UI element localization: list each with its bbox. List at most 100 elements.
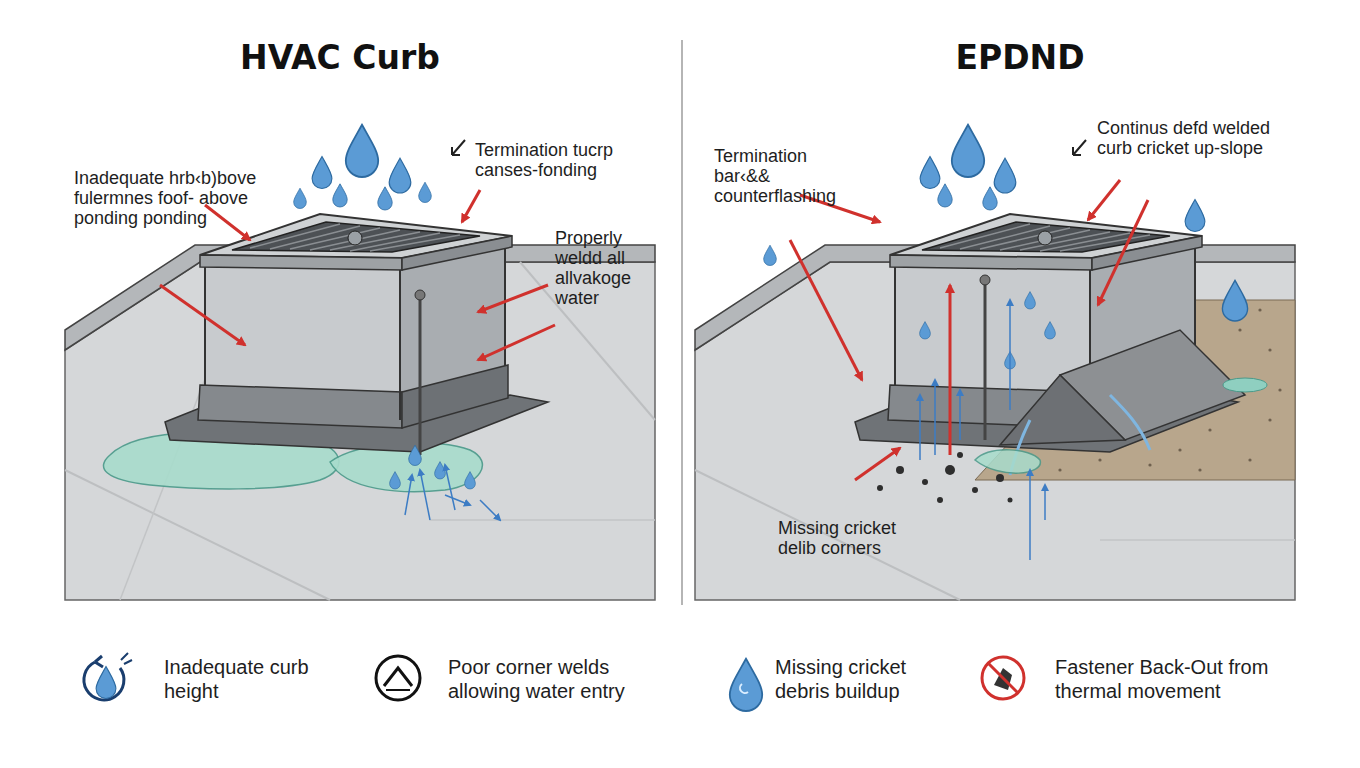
legend-icon bbox=[988, 663, 1018, 693]
roof-cricket bbox=[1110, 395, 1150, 450]
callout-leader bbox=[1088, 180, 1120, 220]
small-arrow bbox=[452, 140, 465, 155]
rain-drops bbox=[346, 125, 378, 177]
gravel-area bbox=[1258, 308, 1261, 311]
callout-leader bbox=[1098, 200, 1148, 305]
roof-cricket bbox=[1000, 375, 1125, 445]
roof-surface bbox=[65, 470, 330, 600]
rain-drops bbox=[952, 125, 984, 177]
callout-text: Termination bar‹&& counterflashing bbox=[714, 146, 864, 206]
legend-icon bbox=[376, 656, 420, 700]
ponding-water bbox=[975, 450, 1040, 473]
hvac-curb bbox=[980, 275, 990, 285]
legend-text: Fastener Back-Out from thermal movement bbox=[1055, 655, 1305, 703]
legend-icon bbox=[376, 656, 420, 700]
panel-divider bbox=[681, 40, 683, 605]
rain-drops bbox=[938, 184, 952, 207]
hvac-curb bbox=[399, 270, 401, 420]
legend-text: Inadequate curb height bbox=[164, 655, 344, 703]
rain-drops bbox=[1025, 292, 1036, 309]
gravel-area bbox=[1248, 458, 1251, 461]
roof-surface bbox=[695, 245, 1295, 600]
legend-icon bbox=[84, 662, 124, 700]
rain-drops bbox=[764, 245, 777, 265]
legend-icon bbox=[982, 657, 1024, 699]
callout-leader bbox=[205, 205, 250, 240]
legend-text: Poor corner welds allowing water entry bbox=[448, 655, 658, 703]
rain-drops bbox=[1222, 280, 1247, 321]
rain-drops bbox=[1185, 200, 1205, 232]
callout-leader bbox=[160, 190, 555, 360]
debris bbox=[957, 452, 963, 458]
legend-icon bbox=[730, 659, 762, 711]
roof-surface bbox=[695, 470, 960, 600]
callout-text: Inadequate hrb‹b)bove fulermnes foof- ab… bbox=[74, 168, 259, 228]
legend-icon bbox=[96, 667, 116, 699]
legend-icon bbox=[386, 689, 410, 691]
callout-leader bbox=[949, 285, 952, 455]
gravel-area bbox=[1178, 448, 1181, 451]
debris bbox=[972, 487, 978, 493]
callout-leader bbox=[462, 190, 480, 222]
legend-text: Missing cricket debris buildup bbox=[775, 655, 940, 703]
hvac-curb bbox=[984, 280, 987, 440]
callout-text: Termination tucrp canses-fonding bbox=[475, 140, 655, 180]
rain-drops bbox=[409, 445, 422, 465]
gravel-area bbox=[1208, 428, 1211, 431]
rain-drops bbox=[378, 187, 392, 210]
debris bbox=[945, 465, 955, 475]
hvac-curb bbox=[250, 224, 460, 251]
hvac-curb bbox=[1038, 231, 1052, 245]
rain-drops bbox=[419, 182, 432, 202]
hvac-curb bbox=[165, 214, 548, 455]
legend-icon bbox=[95, 656, 103, 667]
callout-leader bbox=[790, 240, 862, 380]
debris bbox=[937, 497, 943, 503]
panel-title: HVAC Curb bbox=[220, 40, 460, 77]
debris bbox=[922, 479, 928, 485]
small-arrow bbox=[1073, 140, 1086, 155]
callout-leader bbox=[478, 325, 555, 360]
callout-text: Missing cricket delib corners bbox=[778, 518, 908, 558]
gravel-area bbox=[1098, 458, 1101, 461]
rain-drops bbox=[994, 158, 1016, 193]
water-entry-arrows bbox=[445, 495, 470, 505]
water-entry-arrows bbox=[934, 380, 936, 455]
rain-drops bbox=[294, 188, 307, 208]
water-entry-arrows bbox=[405, 465, 500, 520]
hvac-curb bbox=[200, 255, 402, 270]
rain-drops bbox=[920, 322, 931, 339]
ponding-water bbox=[975, 450, 1040, 473]
gravel-area bbox=[1238, 328, 1241, 331]
rain-drops bbox=[312, 157, 332, 189]
callout-text: Properly weldd all allvakoge water bbox=[555, 228, 670, 309]
hvac-curb bbox=[198, 385, 402, 428]
callout-leader bbox=[790, 180, 1148, 480]
water-entry-arrows bbox=[1029, 470, 1031, 560]
legend-icon bbox=[384, 668, 412, 686]
water-entry-arrows bbox=[1044, 485, 1046, 520]
panel-title: EPDND bbox=[900, 40, 1140, 77]
water-entry-arrows bbox=[959, 390, 961, 440]
debris bbox=[896, 466, 904, 474]
debris bbox=[1008, 498, 1013, 503]
callout-leader bbox=[160, 285, 245, 345]
hvac-curb bbox=[348, 231, 362, 245]
gravel-area bbox=[1058, 468, 1061, 471]
debris bbox=[996, 474, 1004, 482]
water-entry-arrows bbox=[919, 395, 921, 460]
roof-surface bbox=[695, 262, 1295, 600]
rain-drops bbox=[435, 462, 446, 479]
rain-drops bbox=[389, 158, 411, 193]
water-entry-arrows bbox=[920, 300, 1045, 560]
roof-surface bbox=[65, 262, 655, 600]
rain-drops bbox=[294, 125, 476, 489]
legend-icon bbox=[730, 659, 762, 711]
legend-icon bbox=[121, 653, 132, 664]
hvac-curb bbox=[890, 255, 1092, 270]
legend-icon bbox=[982, 657, 1024, 699]
water-entry-arrows bbox=[420, 470, 430, 520]
callout-leader bbox=[855, 448, 900, 480]
